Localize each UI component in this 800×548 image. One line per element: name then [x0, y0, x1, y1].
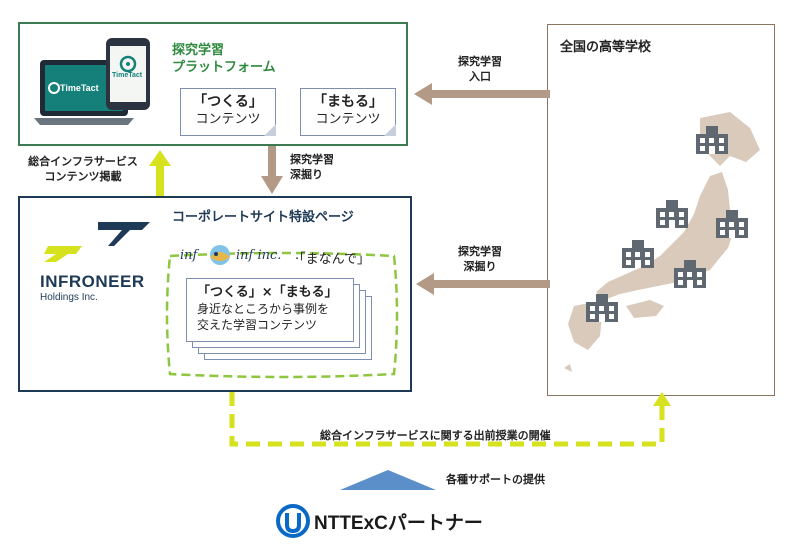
ntt-logo-icon [276, 504, 310, 538]
laptop-brand-text: TimeTact [60, 83, 99, 93]
school-building-icon [656, 200, 688, 228]
deepen2-label-line1: 探究学習 [458, 245, 502, 258]
entrance-arrow [414, 83, 550, 105]
learning-content-card: 「つくる」×「まもる」 身近なところから事例を 交えた学習コンテンツ [186, 278, 354, 342]
tsukuru-doc-sub: コンテンツ [195, 112, 261, 127]
inf-logo-left: inf [180, 248, 198, 263]
page-fold-icon [264, 124, 276, 136]
entrance-label-line1: 探究学習 [458, 55, 502, 68]
deepen-label-line1: 探究学習 [290, 153, 334, 166]
support-label: 各種サポートの提供 [446, 473, 545, 486]
mamoru-doc-sub: コンテンツ [315, 112, 381, 127]
learning-content-title: 「つくる」×「まもる」 [197, 285, 338, 300]
deepen2-label-line2: 深掘り [463, 260, 497, 273]
school-building-icon [622, 240, 654, 268]
manande-label: ·「まなんで」 [295, 252, 370, 267]
learning-content-line2: 身近なところから事例を [197, 302, 330, 316]
content-label: 総合インフラサービス コンテンツ掲載 [18, 154, 148, 184]
laptop-phone-illustration [34, 38, 150, 125]
inf-logo-right: inf inc. [236, 248, 282, 263]
deepen-label: 探究学習 深掘り [290, 152, 334, 182]
school-building-icon [586, 294, 618, 322]
infroneer-logo-sub: Holdings Inc. [40, 292, 98, 303]
schools-title: 全国の高等学校 [560, 40, 652, 55]
deepen-left-arrow [416, 273, 550, 295]
page-fold-icon [384, 124, 396, 136]
lecture-label: 総合インフラサービスに関する出前授業の開催 [320, 429, 551, 442]
special-page-frame [165, 251, 399, 379]
content-up-arrow [149, 150, 171, 196]
japan-map [564, 112, 760, 372]
infroneer-logo-text: INFRONEER [40, 272, 145, 291]
content-label-line1: 総合インフラサービス [28, 155, 138, 168]
deepen-down-arrow [261, 146, 283, 194]
platform-title-line2: プラットフォーム [172, 60, 276, 75]
tsukuru-content-doc: 「つくる」 コンテンツ [180, 88, 276, 136]
school-building-icon [716, 210, 748, 238]
mamoru-content-doc: 「まもる」 コンテンツ [300, 88, 396, 136]
support-triangle [340, 470, 436, 490]
deepen2-label: 探究学習 深掘り [450, 244, 510, 274]
mamoru-doc-quote: 「まもる」 [313, 94, 383, 110]
phone-brand-text: TimeTact [112, 72, 143, 79]
inf-mascot-icon [210, 245, 230, 265]
tsukuru-doc-quote: 「つくる」 [193, 94, 263, 110]
platform-title-line1: 探究学習 [172, 43, 225, 58]
deepen-label-line2: 深掘り [290, 168, 323, 181]
platform-title: 探究学習 プラットフォーム [172, 42, 276, 76]
school-building-icon [696, 126, 728, 154]
lecture-dashed-path [229, 392, 671, 447]
entrance-label: 探究学習 入口 [450, 54, 510, 84]
infroneer-logo-mark [44, 222, 150, 262]
school-building-icon [674, 260, 706, 288]
content-label-line2: コンテンツ掲載 [44, 170, 122, 183]
entrance-label-line2: 入口 [469, 70, 491, 83]
ntt-brand-text: NTTExCパートナー [314, 513, 483, 534]
learning-content-line3: 交えた学習コンテンツ [197, 318, 318, 332]
corporate-page-title: コーポレートサイト特設ページ [172, 210, 354, 225]
